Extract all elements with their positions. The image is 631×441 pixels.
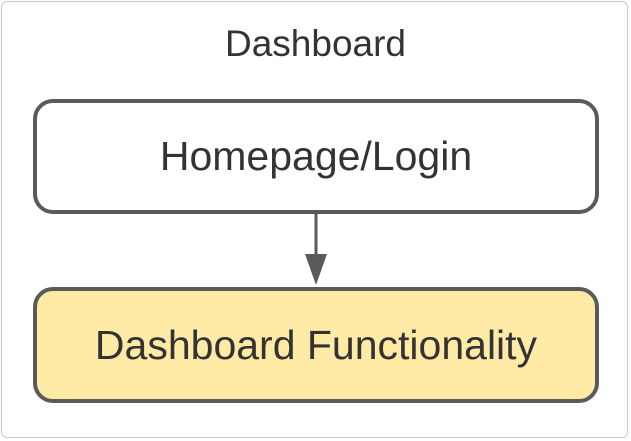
node-homepage-login: Homepage/Login [33,99,599,214]
node-homepage-login-label: Homepage/Login [159,133,473,179]
node-dashboard-functionality-label: Dashboard Functionality [94,321,538,368]
diagram-title: Dashboard [224,23,406,64]
node-dashboard-functionality: Dashboard Functionality [33,287,599,403]
connector-arrowhead [305,254,327,285]
